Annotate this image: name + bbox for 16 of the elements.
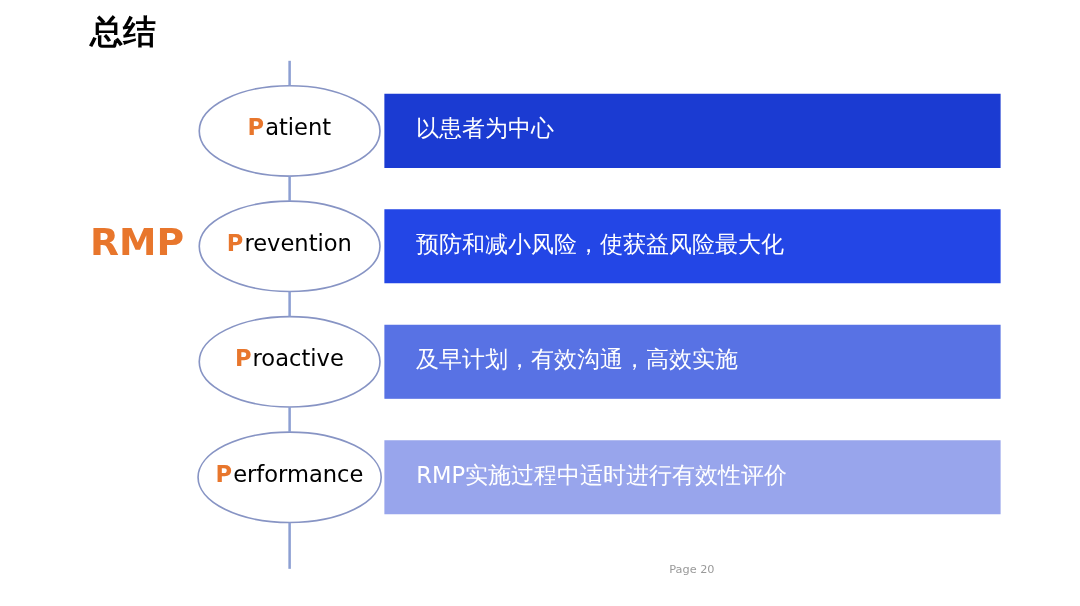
label: Page 20 [669, 562, 715, 576]
node-ellipse: Performance [197, 431, 382, 524]
connector [288, 522, 291, 569]
connector [288, 60, 291, 86]
connector [288, 407, 291, 432]
label: RMP [90, 219, 185, 264]
node-box: 及早计划，有效沟通，高效实施 [384, 324, 1001, 399]
connector [288, 176, 291, 202]
connector [288, 291, 291, 317]
node-ellipse: Proactive [198, 315, 381, 408]
node-box: 以患者为中心 [384, 93, 1001, 168]
diagram-title: 总结 [90, 13, 157, 52]
node-box: RMP实施过程中适时进行有效性评价 [384, 440, 1001, 515]
node-ellipse: Patient [198, 84, 381, 177]
node-box: 预防和减小风险，使获益风险最大化 [384, 209, 1001, 284]
node-ellipse: Prevention [198, 200, 381, 293]
